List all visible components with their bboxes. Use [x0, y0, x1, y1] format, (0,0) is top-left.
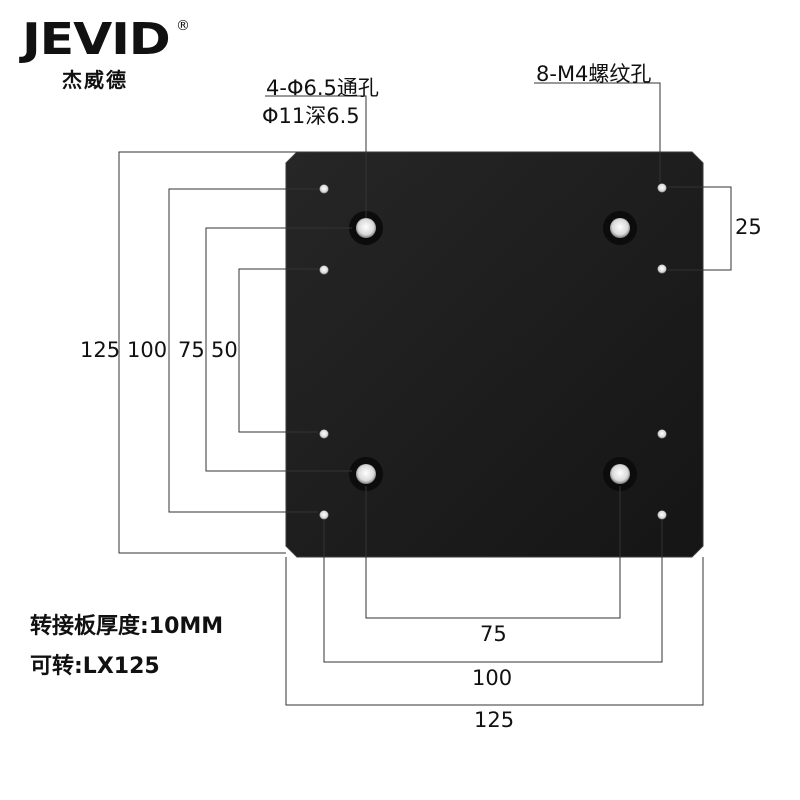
dim-line-left-125 — [118, 151, 297, 554]
brand-chinese-name: 杰威德 — [62, 68, 128, 92]
threaded-hole-1 — [319, 184, 329, 194]
threaded-hole-4 — [319, 510, 329, 520]
threaded-hole-7 — [657, 429, 667, 439]
threaded-hole-2 — [319, 265, 329, 275]
through-hole-top-right — [603, 211, 637, 245]
through-holes-spec: 4-Φ6.5通孔 — [266, 76, 379, 100]
registered-mark: ® — [176, 18, 190, 34]
dim-label-left-50: 50 — [211, 338, 238, 362]
dim-label-left-125: 125 — [80, 338, 121, 362]
dim-label-bottom-100: 100 — [472, 666, 513, 690]
dim-line-bottom-100 — [323, 520, 663, 663]
adapter-plate — [285, 151, 704, 558]
threaded-holes-spec: 8-M4螺纹孔 — [536, 62, 652, 86]
dim-label-bottom-75: 75 — [480, 622, 507, 646]
counterbore-spec: Φ11深6.5 — [262, 104, 360, 128]
through-hole-bottom-left — [349, 457, 383, 491]
dim-line-left-75 — [205, 227, 352, 472]
compatibility-note: 可转:LX125 — [30, 654, 160, 679]
dim-label-left-75: 75 — [178, 338, 205, 362]
dim-line-left-100 — [168, 188, 318, 513]
leader-line-through-holes — [265, 95, 367, 218]
dim-label-bottom-125: 125 — [474, 708, 515, 732]
threaded-hole-3 — [319, 429, 329, 439]
dim-line-left-50 — [238, 268, 318, 433]
threaded-hole-8 — [657, 510, 667, 520]
dim-line-bottom-75 — [365, 486, 621, 619]
threaded-hole-6 — [657, 264, 667, 274]
dim-line-bottom-125 — [285, 557, 704, 706]
through-hole-top-left — [349, 211, 383, 245]
plate-thickness-note: 转接板厚度:10MM — [30, 614, 224, 639]
dim-label-left-100: 100 — [127, 338, 168, 362]
dim-label-right-25: 25 — [735, 215, 762, 239]
dim-line-right-25 — [668, 186, 732, 271]
leader-line-threaded-holes — [534, 82, 661, 183]
through-hole-bottom-right — [603, 457, 637, 491]
brand-logo: JEVID — [22, 14, 171, 65]
threaded-hole-5 — [657, 183, 667, 193]
